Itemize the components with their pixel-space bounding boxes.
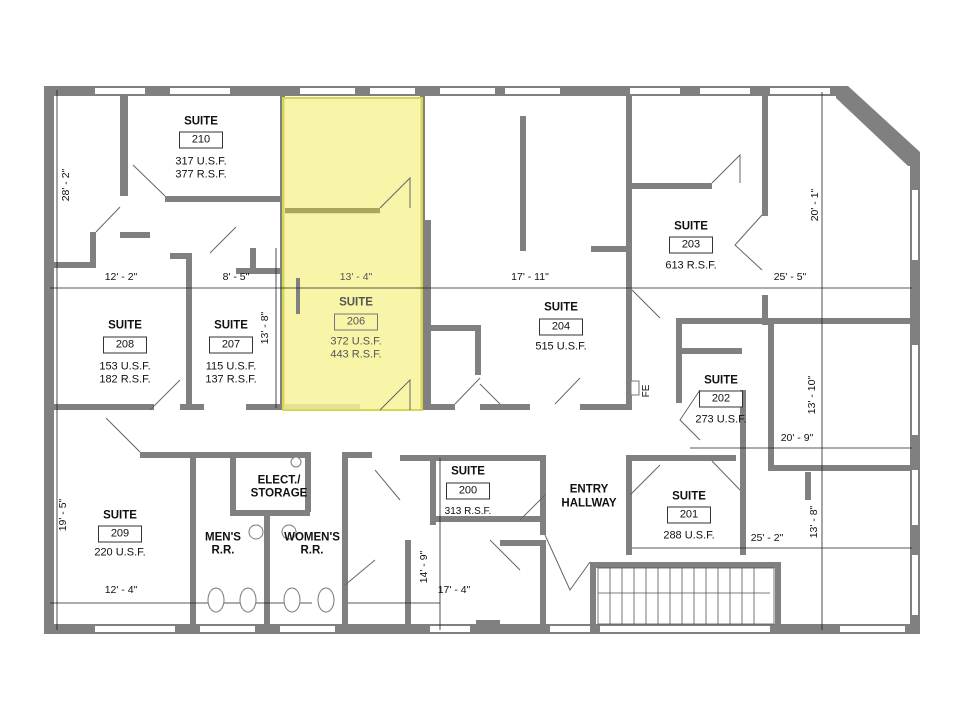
suite-206-rsf: 443 R.S.F. <box>330 348 382 361</box>
suite-204-label: SUITE <box>544 301 578 314</box>
suite-208-rsf: 182 R.S.F. <box>99 373 151 386</box>
dimension-label: 8' - 5" <box>222 270 250 283</box>
suite-210-label: SUITE <box>184 115 218 128</box>
suite-210-rsf: 377 R.S.F. <box>175 168 227 181</box>
highlighted-suite-206[interactable] <box>282 97 423 411</box>
suite-203-number[interactable]: 203 <box>669 236 713 254</box>
suite-201-label: SUITE <box>672 490 706 503</box>
toilets <box>207 380 640 613</box>
fire-extinguisher-label: FE <box>641 384 652 398</box>
suite-200-rsf: 313 R.S.F. <box>444 506 492 517</box>
dimension-label: 12' - 4" <box>104 583 138 596</box>
suite-207-number[interactable]: 207 <box>209 336 253 354</box>
mens-rr-label-1: MEN'S <box>205 531 241 544</box>
suite-209-number[interactable]: 209 <box>98 525 142 543</box>
suite-206-usf: 372 U.S.F. <box>330 335 382 348</box>
dimension-label: 20' - 1" <box>808 188 821 222</box>
suite-202-usf: 273 U.S.F. <box>695 413 747 426</box>
dimension-label: 19' - 5" <box>56 498 69 532</box>
suite-202-label: SUITE <box>704 374 738 387</box>
suite-210-number[interactable]: 210 <box>179 131 223 149</box>
dimension-label: 25' - 5" <box>773 270 807 283</box>
dimension-label: 13' - 4" <box>339 270 373 283</box>
suite-206-number[interactable]: 206 <box>334 313 378 331</box>
entry-hallway-label-2: HALLWAY <box>561 497 617 510</box>
mens-rr-label-2: R.R. <box>211 544 235 557</box>
dimension-label: 25' - 2" <box>750 531 784 544</box>
dimension-label: 28' - 2" <box>59 168 72 202</box>
suite-210-usf: 317 U.S.F. <box>175 155 227 168</box>
suite-207-rsf: 137 R.S.F. <box>205 373 257 386</box>
suite-200-number[interactable]: 200 <box>446 482 490 500</box>
stairs <box>597 567 775 625</box>
dimension-label: 13' - 10" <box>805 375 818 415</box>
dimension-label: 13' - 8" <box>807 505 820 539</box>
suite-204-usf: 515 U.S.F. <box>535 340 587 353</box>
elect-storage-label-2: STORAGE <box>250 487 308 500</box>
suite-208-number[interactable]: 208 <box>103 336 147 354</box>
dimension-label: 17' - 4" <box>437 583 471 596</box>
suite-200-label: SUITE <box>451 465 485 478</box>
suite-204-number[interactable]: 204 <box>539 318 583 336</box>
womens-rr-label-1: WOMEN'S <box>284 531 340 544</box>
suite-208-label: SUITE <box>108 319 142 332</box>
suite-207-usf: 115 U.S.F. <box>205 360 257 373</box>
suite-209-usf: 220 U.S.F. <box>94 546 146 559</box>
dimension-label: 20' - 9" <box>780 431 814 444</box>
suite-207-label: SUITE <box>214 319 248 332</box>
suite-203-label: SUITE <box>674 220 708 233</box>
dimension-label: 14' - 9" <box>417 550 430 584</box>
entry-hallway-label-1: ENTRY <box>569 483 609 496</box>
dimension-label: 12' - 2" <box>104 270 138 283</box>
dimension-label: 13' - 8" <box>258 311 271 345</box>
suite-203-rsf: 613 R.S.F. <box>665 259 717 272</box>
elect-storage-label-1: ELECT./ <box>257 474 301 487</box>
suite-206-label: SUITE <box>339 296 373 309</box>
suite-201-number[interactable]: 201 <box>667 506 711 524</box>
windows <box>95 88 918 632</box>
suite-201-usf: 288 U.S.F. <box>663 529 715 542</box>
suite-208-usf: 153 U.S.F. <box>99 360 151 373</box>
dimension-lines <box>50 90 912 630</box>
suite-202-number[interactable]: 202 <box>699 390 743 408</box>
suite-209-label: SUITE <box>103 509 137 522</box>
door-swings <box>95 153 763 591</box>
womens-rr-label-2: R.R. <box>300 544 324 557</box>
dimension-label: 17' - 11" <box>511 270 549 283</box>
